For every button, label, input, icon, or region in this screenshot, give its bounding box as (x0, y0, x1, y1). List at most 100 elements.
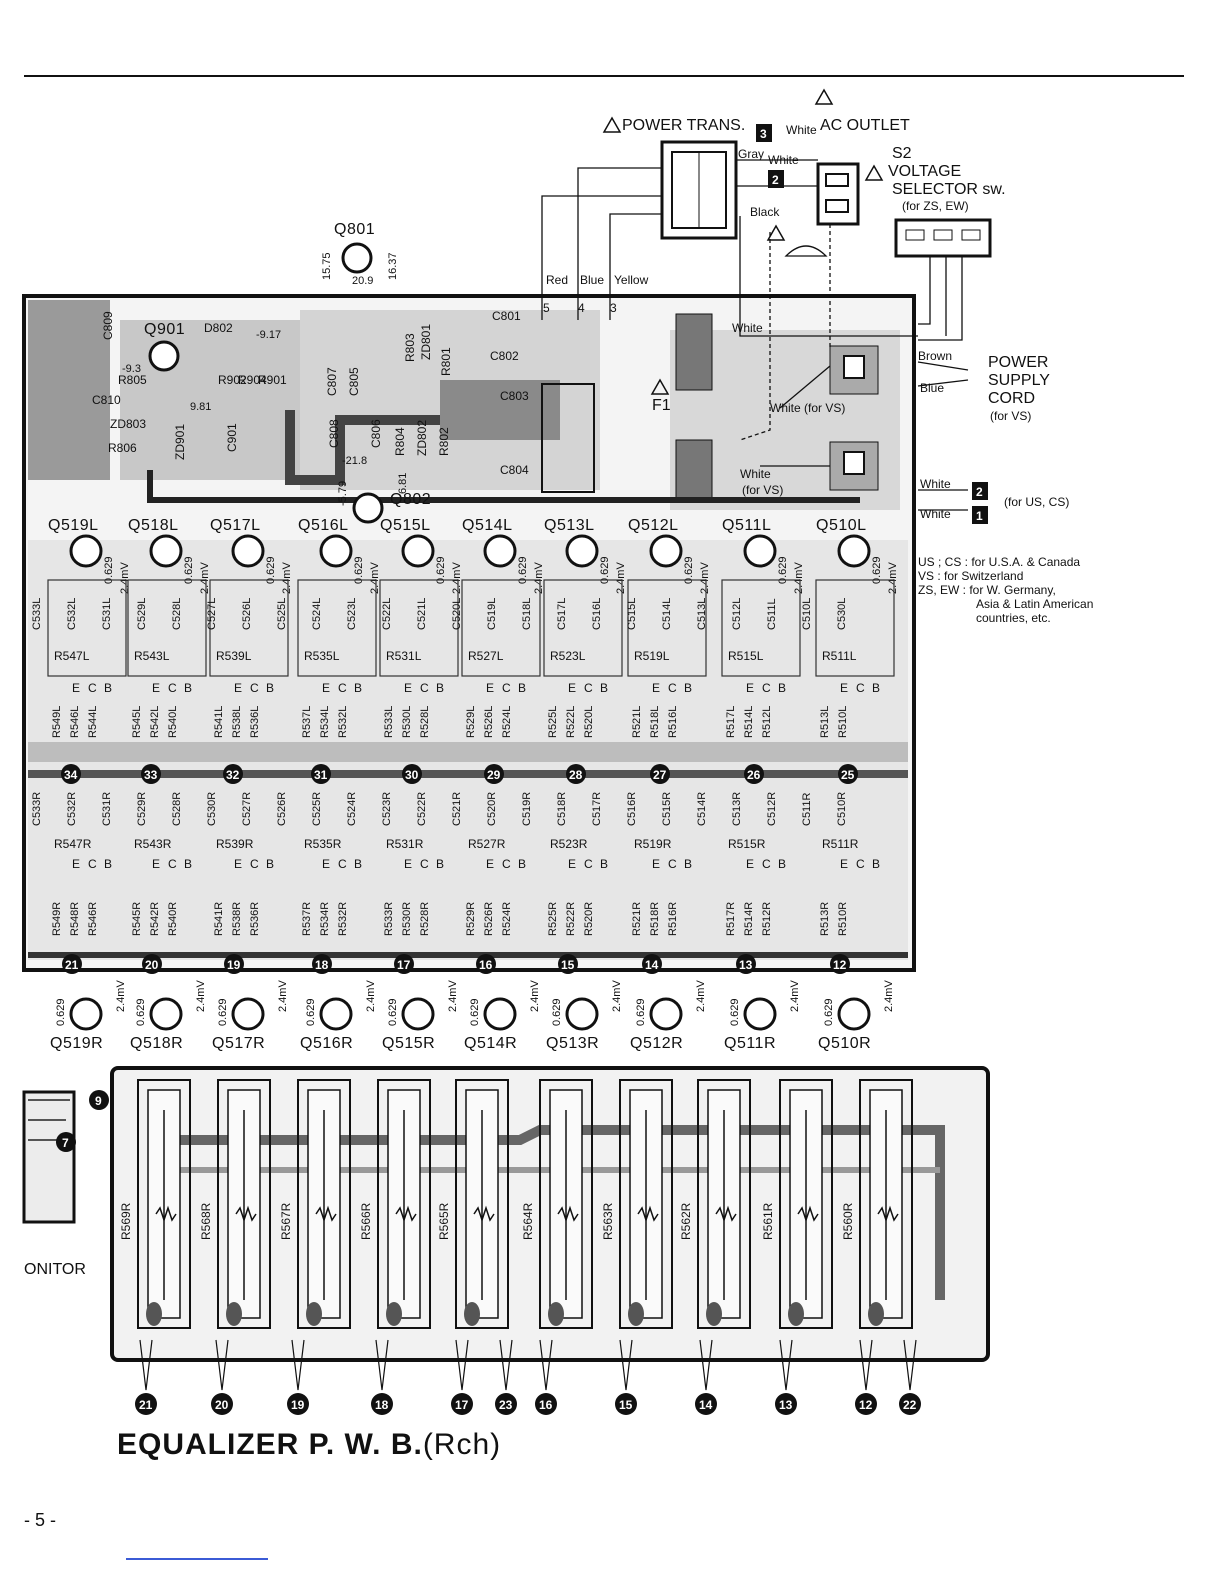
transistor-q516r (319, 997, 353, 1031)
pin-e-r-7: E (652, 857, 660, 871)
bottom-marker-20 (211, 1393, 233, 1415)
cap-c525r: C525R (311, 792, 323, 826)
resistor-r513r: R513R (819, 902, 831, 936)
volt-b-r-1: 2.4mV (195, 980, 207, 1012)
power-part-c807: C807 (325, 367, 339, 396)
cap-c532l: C532L (66, 598, 78, 630)
resistor-r542r: R542R (149, 902, 161, 936)
resistor-r526r: R526R (483, 902, 495, 936)
solder-pad (788, 1302, 804, 1326)
resistor-zigzag-icon (715, 1205, 737, 1223)
leader-line (903, 1339, 917, 1391)
volt-b-r-7: 2.4mV (695, 980, 707, 1012)
volt-b-r-8: 2.4mV (789, 980, 801, 1012)
voltage-selector-switch (894, 218, 992, 258)
resistor-r527r: R527R (468, 837, 506, 851)
resistor-r531r: R531R (386, 837, 424, 851)
cap-c522l: C522L (381, 598, 393, 630)
pin-c-r-1: C (168, 857, 177, 871)
pin-b-l-2: B (266, 681, 274, 695)
resistor-r528l: R528L (419, 706, 431, 738)
bottom-marker-text-20: 20 (215, 1398, 229, 1412)
volt-a-l-8: 0.629 (777, 556, 789, 584)
label-q519l: Q519L (48, 517, 99, 534)
channel-l-box (297, 579, 377, 677)
terminal-3: 3 (610, 301, 617, 315)
solder-pad (706, 1302, 722, 1326)
cap-c510r: C510R (836, 792, 848, 826)
volt-b-l-4: 2.4mV (451, 562, 463, 594)
pin-b-r-4: B (436, 857, 444, 871)
volt-15-75: 15.75 (321, 252, 333, 280)
power-part-c808: C808 (327, 419, 341, 448)
page-number: - 5 - (24, 1510, 57, 1530)
volt-a-l-1: 0.629 (183, 556, 195, 584)
pin-e-r-2: E (234, 857, 242, 871)
pin-e-r-3: E (322, 857, 330, 871)
legend: US ; CS : for U.S.A. & Canada VS : for S… (918, 555, 1093, 625)
volt-a-r-8: 0.629 (729, 998, 741, 1026)
pin-e-r-5: E (486, 857, 494, 871)
solder-pad (146, 1302, 162, 1326)
resistor-zigzag-icon (395, 1205, 417, 1223)
for-us-cs-label: (for US, CS) (1004, 495, 1069, 509)
marker-text-31: 31 (314, 768, 328, 782)
connector-2-top: 2 (772, 173, 779, 187)
voltage-label: VOLTAGE (888, 163, 961, 180)
resistor-r515r: R515R (728, 837, 766, 851)
cap-c526l: C526L (241, 598, 253, 630)
wire-gray-label: Gray (738, 147, 764, 161)
pin-b-l-1: B (184, 681, 192, 695)
cap-c527l: C527L (206, 598, 218, 630)
volt-b-r-0: 2.4mV (115, 980, 127, 1012)
resistor-r510l: R510L (837, 706, 849, 738)
bottom-marker-text-22: 22 (903, 1398, 917, 1412)
resistor-r517r: R517R (725, 902, 737, 936)
cap-c533r: C533R (31, 792, 43, 826)
resistor-r517l: R517L (725, 706, 737, 738)
bottom-marker-18 (371, 1393, 393, 1415)
volt-b-r-2: 2.4mV (277, 980, 289, 1012)
pin-c-r-4: C (420, 857, 429, 871)
bottom-marker-23 (495, 1393, 517, 1415)
title-main: EQUALIZER P. W. B. (117, 1428, 423, 1461)
pin-c-r-5: C (502, 857, 511, 871)
leader-line (499, 1339, 513, 1391)
channel-l-box (209, 579, 289, 677)
volt-a-l-6: 0.629 (599, 556, 611, 584)
wire-blue2-label: Blue (920, 381, 944, 395)
power-part-zd802: ZD802 (415, 420, 429, 456)
marker-text-33: 33 (144, 768, 158, 782)
pin-c-l-6: C (584, 681, 593, 695)
pin-e-l-8: E (746, 681, 754, 695)
cap-c529r: C529R (136, 792, 148, 826)
pin-b-r-1: B (184, 857, 192, 871)
resistor-r537r: R537R (301, 902, 313, 936)
resistor-r530l: R530L (401, 706, 413, 738)
volt-6-81: 6.81 (397, 473, 409, 494)
volt-9-3: -9.3 (122, 363, 141, 375)
resistor-r523l: R523L (550, 649, 586, 663)
solder-pad (386, 1302, 402, 1326)
label-q514l: Q514L (462, 517, 513, 534)
marker-34 (61, 764, 81, 784)
cap-c519l: C519L (486, 598, 498, 630)
cap-c512l: C512L (731, 598, 743, 630)
resistor-r521r: R521R (631, 902, 643, 936)
cap-c528r: C528R (171, 792, 183, 826)
pin-e-l-3: E (322, 681, 330, 695)
cap-c513r: C513R (731, 792, 743, 826)
transistor-q513r (565, 997, 599, 1031)
pin-e-r-6: E (568, 857, 576, 871)
resistor-zigzag-icon (235, 1205, 257, 1223)
volt-a-r-5: 0.629 (469, 998, 481, 1026)
marker-low-21 (62, 954, 82, 974)
resistor-r531l: R531L (386, 649, 422, 663)
volt-a-r-4: 0.629 (387, 998, 399, 1026)
power-part-r801: R801 (439, 347, 453, 376)
power-part-c801: C801 (492, 309, 521, 323)
resistor-r522l: R522L (565, 706, 577, 738)
slider-label-r566r: R566R (359, 1202, 373, 1240)
footer-link-line (126, 1558, 268, 1560)
legend-line-1: US ; CS : for U.S.A. & Canada (918, 555, 1080, 569)
